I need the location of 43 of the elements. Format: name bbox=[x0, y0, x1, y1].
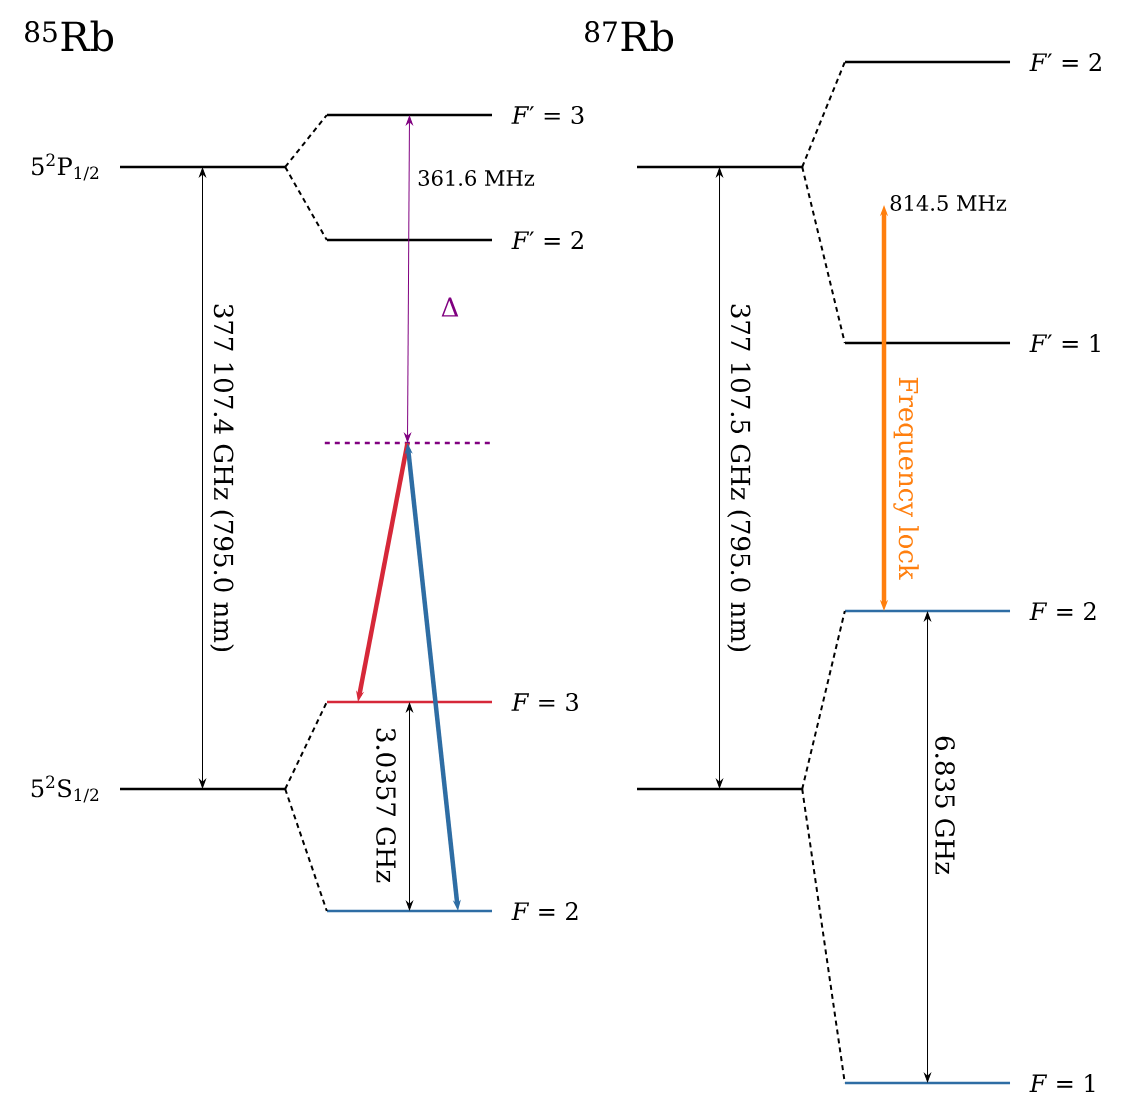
frequency-label: 814.5 MHz bbox=[890, 195, 1007, 211]
energy-level: 5$^{2}$P$_{1/2}$ bbox=[32, 153, 285, 181]
node-label: F = 3 bbox=[511, 692, 578, 712]
transition-arrow bbox=[716, 167, 723, 789]
edge-label: 361.6 MHz bbox=[416, 169, 536, 187]
transition-arrow bbox=[404, 115, 413, 443]
transition-arrow bbox=[199, 167, 206, 789]
dashed-connector bbox=[284, 166, 328, 241]
dashed-connector bbox=[801, 61, 846, 168]
node-label: F = 2 bbox=[1029, 602, 1096, 620]
node-label: F′ = 2 bbox=[1029, 53, 1101, 71]
edge-label: 6.835 GHz bbox=[934, 734, 956, 876]
dashed-connector bbox=[801, 610, 846, 790]
energy-level: F = 1 bbox=[845, 1074, 1095, 1092]
energy-level: F′ = 2 bbox=[327, 231, 583, 249]
node-label: 5$^{2}$S$_{1/2}$ bbox=[31, 775, 99, 803]
edge-label: 3.0357 GHz bbox=[375, 725, 397, 885]
node-label: F = 1 bbox=[1029, 1074, 1095, 1092]
isotope-title: $^{87}$Rb bbox=[585, 20, 674, 52]
transition-arrow bbox=[924, 611, 931, 1083]
edge-label: 377 107.5 GHz (795.0 nm) bbox=[726, 301, 752, 655]
energy-level: F = 2 bbox=[845, 602, 1096, 620]
dashed-connector bbox=[801, 166, 846, 344]
energy-level: 5$^{2}$S$_{1/2}$ bbox=[31, 775, 285, 803]
dashed-connector bbox=[284, 701, 328, 790]
node-label: F′ = 3 bbox=[511, 105, 584, 125]
isotope-title: $^{85}$Rb bbox=[25, 20, 114, 52]
node-label: 5$^{2}$P$_{1/2}$ bbox=[32, 153, 99, 181]
node-label: F′ = 1 bbox=[1029, 334, 1100, 352]
energy-level: F′ = 1 bbox=[845, 334, 1100, 352]
energy-level: F′ = 2 bbox=[845, 53, 1101, 71]
edge-label: 377 107.4 GHz (795.0 nm) bbox=[209, 301, 235, 655]
virtual-level bbox=[324, 441, 491, 445]
node-label: F′ = 2 bbox=[511, 231, 583, 249]
energy-level: F′ = 3 bbox=[327, 105, 584, 125]
energy-level: F = 2 bbox=[327, 902, 578, 920]
energy-level: F = 3 bbox=[327, 692, 578, 712]
node-label: F = 2 bbox=[511, 902, 578, 920]
transition-arrow bbox=[406, 702, 413, 911]
dashed-connector bbox=[284, 114, 328, 168]
dashed-connector bbox=[284, 788, 328, 912]
edge-label: Frequency lock bbox=[892, 375, 920, 581]
detuning-label: Δ bbox=[441, 297, 459, 317]
